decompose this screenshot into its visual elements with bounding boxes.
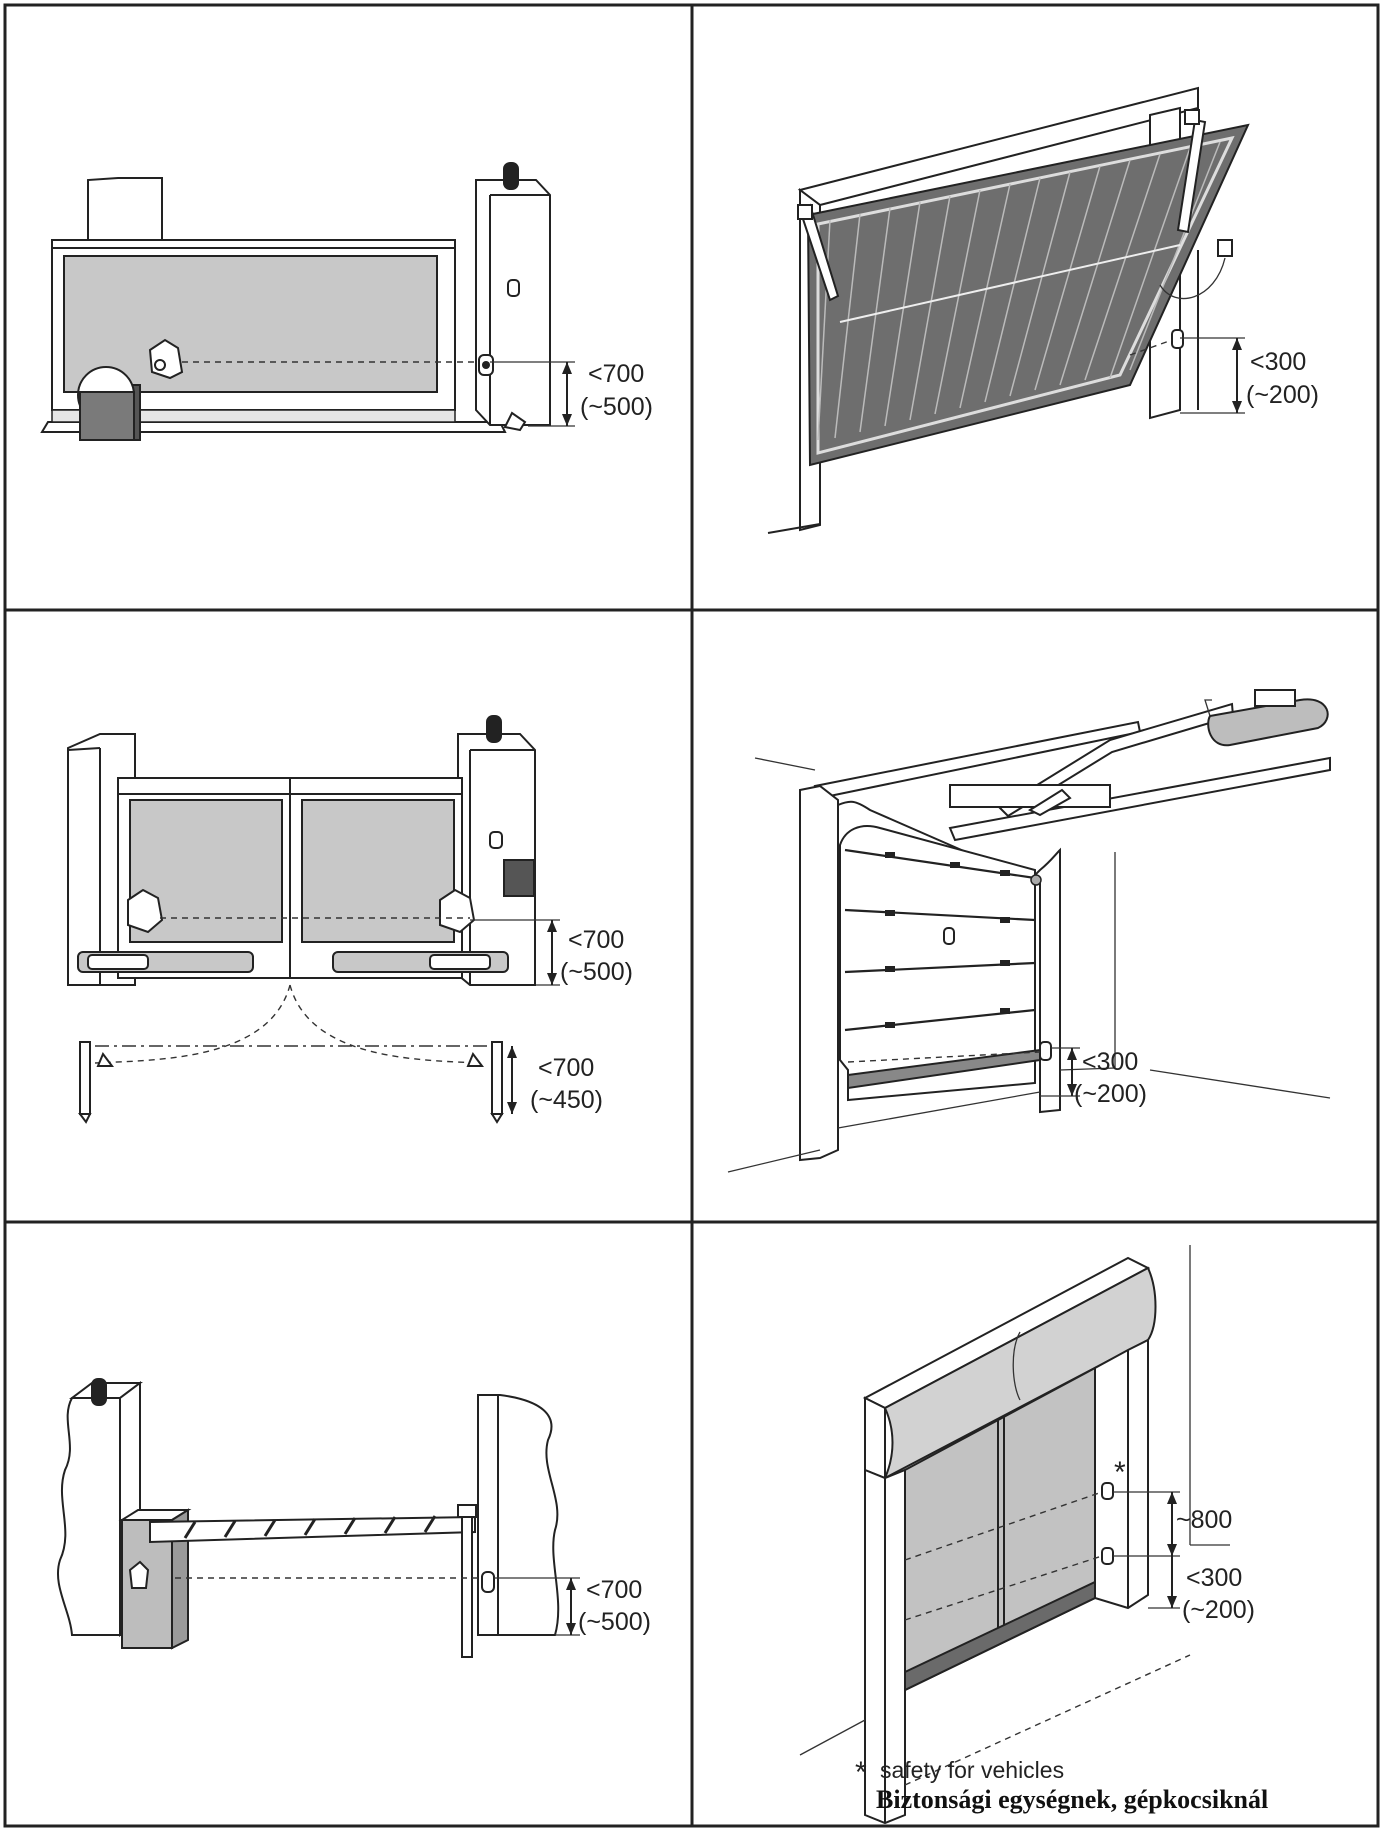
- swing-gate-post-dim-typ: (~450): [530, 1086, 603, 1114]
- swing-gate-post-dim-max: <700: [538, 1054, 594, 1082]
- barrier-dim-typ: (~500): [578, 1608, 651, 1636]
- sliding-gate-dim-typ: (~500): [580, 393, 653, 421]
- footnote-star: *: [855, 1756, 867, 1789]
- grid-frame: [3, 3, 1380, 1828]
- rapid-roll-door-illustration: [799, 1245, 1230, 1825]
- rapid-roll-dim-upper: ~800: [1176, 1506, 1232, 1534]
- sliding-gate-dim-max: <700: [588, 360, 644, 388]
- up-over-dim-max: <300: [1250, 348, 1306, 376]
- swing-gate-dim-typ: (~500): [560, 958, 633, 986]
- barrier-dim-max: <700: [586, 1576, 642, 1604]
- swing-gate-dim-max: <700: [568, 926, 624, 954]
- sectional-door-dim-typ: (~200): [1074, 1080, 1147, 1108]
- rapid-roll-star: *: [1114, 1456, 1126, 1489]
- sectional-door-illustration: [727, 689, 1331, 1173]
- rapid-roll-dim-typ: (~200): [1182, 1596, 1255, 1624]
- up-over-door-illustration: [767, 86, 1250, 534]
- sectional-door-dim-max: <300: [1082, 1048, 1138, 1076]
- up-over-dim-typ: (~200): [1246, 381, 1319, 409]
- footnote-hu: Biztonsági egységnek, gépkocsiknál: [876, 1785, 1268, 1814]
- swing-gate-illustration: [67, 715, 560, 1124]
- barrier-illustration: [56, 1378, 580, 1658]
- sliding-gate-illustration: [40, 162, 575, 441]
- footnote-en: safety for vehicles: [880, 1757, 1064, 1783]
- rapid-roll-dim-max: <300: [1186, 1564, 1242, 1592]
